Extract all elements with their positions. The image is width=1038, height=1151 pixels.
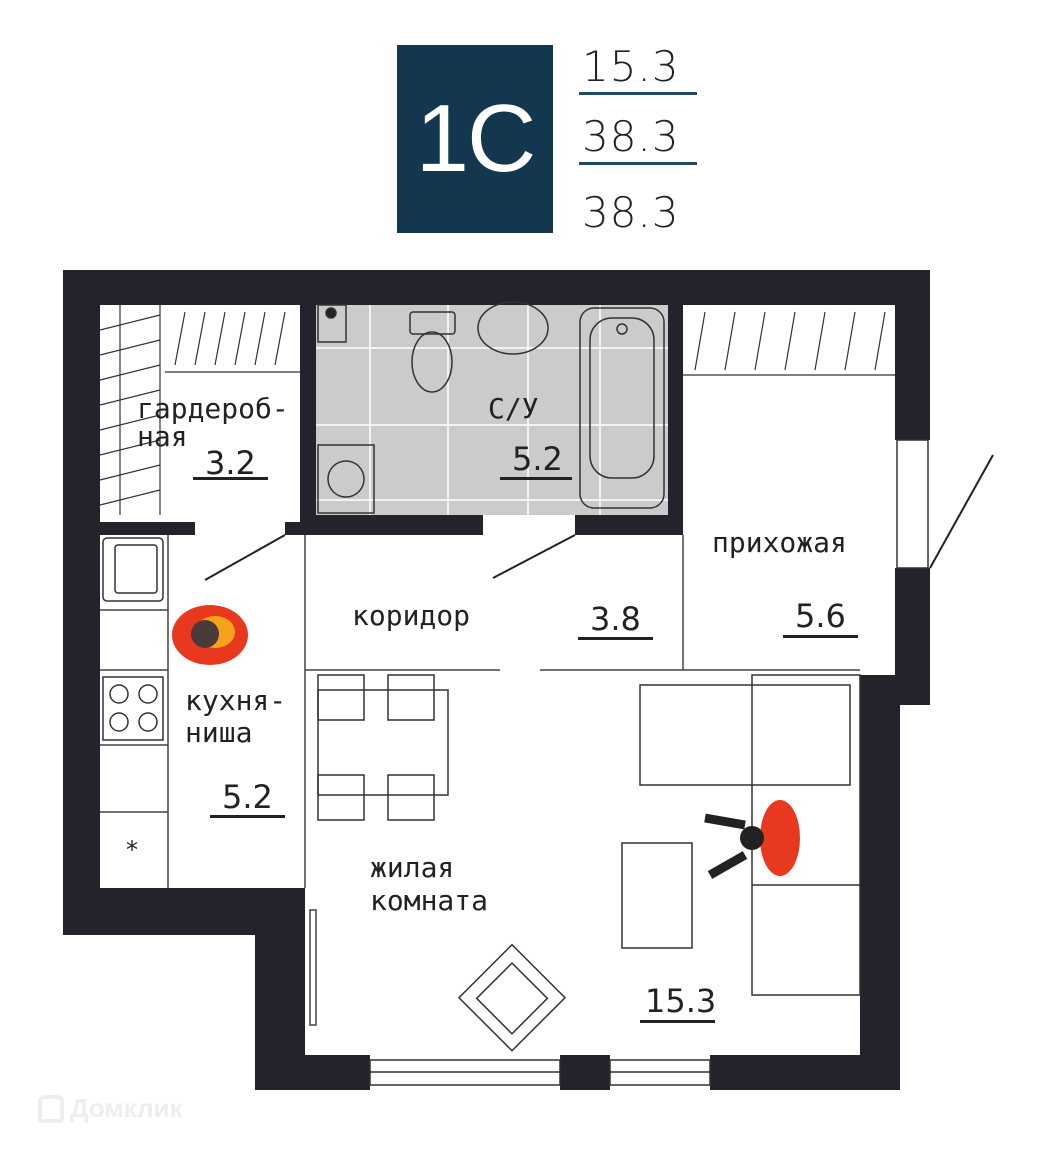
person-kitchen-icon — [172, 605, 248, 665]
wardrobe-shelving — [99, 305, 895, 515]
apartment-type: 1С — [415, 85, 537, 192]
apartment-type-badge: 1С — [397, 45, 553, 233]
divider — [579, 92, 697, 95]
room-name: ниша — [185, 716, 252, 749]
room-hallway: прихожая 5.6 — [712, 526, 858, 638]
room-area: 5.2 — [512, 440, 563, 478]
person-sofa-icon — [704, 800, 800, 879]
doors — [204, 454, 994, 581]
kitchen-sink-icon — [102, 537, 164, 602]
partitions — [100, 535, 860, 1026]
room-area: 5.6 — [795, 597, 846, 635]
room-name: коридор — [352, 599, 470, 632]
room-living: жилая комната 15.3 — [370, 851, 716, 1023]
living-area: 15.3 — [582, 42, 680, 91]
room-name: прихожая — [712, 526, 847, 559]
sink-icon — [477, 301, 549, 355]
room-area: 3.8 — [590, 600, 641, 638]
toilet-tank — [409, 311, 456, 335]
toilet-icon — [411, 331, 453, 393]
room-name: кухня- — [185, 684, 286, 717]
watermark-text: Домклик — [70, 1093, 183, 1123]
house-logo-icon — [38, 1094, 64, 1123]
room-corridor: коридор 3.8 — [352, 599, 653, 640]
total-area-2: 38.3 — [582, 188, 680, 237]
room-area: 5.2 — [222, 778, 273, 816]
coffee-table — [621, 842, 693, 949]
windows — [369, 439, 929, 1086]
walls — [63, 270, 930, 1090]
armchair — [457, 943, 567, 1052]
washing-machine-icon — [317, 444, 375, 514]
divider — [579, 162, 697, 165]
dining-table — [317, 689, 449, 796]
room-bathroom: С/У 5.2 — [488, 392, 572, 480]
asterisk-marker: * — [126, 836, 138, 864]
room-wardrobe: гардероб- ная 3.2 — [137, 392, 289, 482]
room-name: ная — [137, 420, 188, 453]
stove-icon — [102, 676, 164, 741]
room-kitchen: кухня- ниша 5.2 — [185, 684, 286, 818]
bed — [639, 684, 851, 786]
room-area: 15.3 — [645, 982, 716, 1020]
watermark: Домклик — [38, 1093, 182, 1124]
room-name: С/У — [488, 392, 539, 425]
room-name: жилая — [370, 851, 454, 884]
kitchen-fixtures — [102, 537, 164, 741]
total-area: 38.3 — [582, 112, 680, 161]
room-name: комната — [370, 884, 488, 917]
room-area: 3.2 — [205, 444, 256, 482]
bathroom-fixtures — [317, 301, 665, 514]
bathtub-icon — [579, 307, 665, 509]
room-name: гардероб- — [137, 392, 289, 425]
